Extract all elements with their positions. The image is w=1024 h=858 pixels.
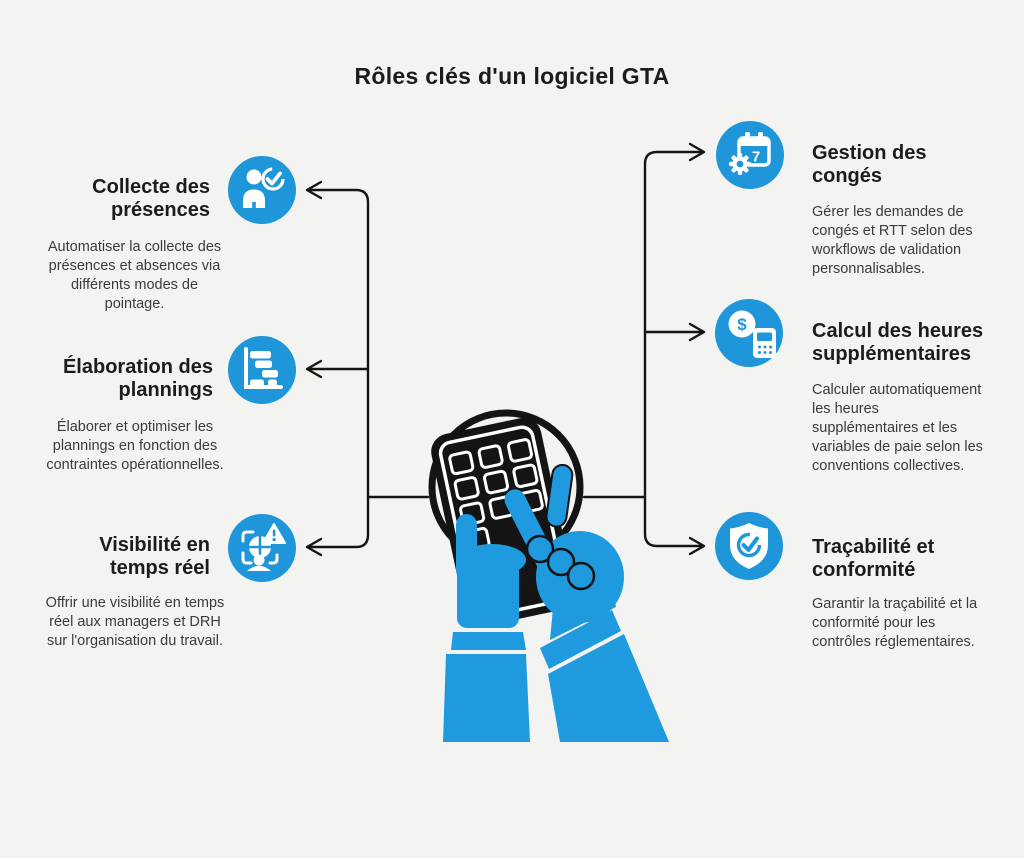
left-connector-lines xyxy=(305,180,430,557)
item-desc-conges: Gérer les demandes de congés et RTT selo… xyxy=(812,204,973,277)
arrow-right-3 xyxy=(688,536,706,556)
arrow-left-2 xyxy=(305,359,323,379)
gantt-chart-icon xyxy=(228,336,296,404)
realtime-dashboard-alert-icon xyxy=(228,514,296,582)
arrow-left-1 xyxy=(305,180,323,200)
calendar-gear-icon: 7 xyxy=(716,121,784,189)
left-hand xyxy=(456,514,526,628)
right-hand xyxy=(504,463,624,623)
money-calculator-icon: $ xyxy=(715,299,783,367)
item-desc-heures-sup: Calculer automatiquement les heures supp… xyxy=(812,382,983,474)
arrow-left-3 xyxy=(305,537,323,557)
item-title-tracabilite: Traçabilité et conformité xyxy=(812,536,935,581)
item-desc-tracabilite: Garantir la traçabilité et la conformité… xyxy=(812,596,978,650)
item-desc-visibilite: Offrir une visibilité en temps réel aux … xyxy=(45,595,225,649)
item-desc-collecte: Automatiser la collecte des présences et… xyxy=(47,239,222,312)
arrow-right-2 xyxy=(688,322,706,342)
item-title-conges: Gestion des congés xyxy=(812,142,927,187)
item-title-heures-sup: Calcul des heures supplémentaires xyxy=(812,320,984,365)
page-title: Rôles clés d'un logiciel GTA xyxy=(354,63,670,90)
item-title-collecte: Collecte des présences xyxy=(92,176,210,221)
arrow-right-1 xyxy=(688,142,706,162)
right-sleeve xyxy=(540,582,669,742)
item-desc-plannings: Élaborer et optimiser les plannings en f… xyxy=(46,419,224,473)
item-title-visibilite: Visibilité en temps réel xyxy=(99,534,210,579)
shield-check-icon xyxy=(715,512,783,580)
center-illustration xyxy=(428,409,669,742)
person-check-icon xyxy=(228,156,296,224)
svg-text:7: 7 xyxy=(752,149,760,166)
svg-text:$: $ xyxy=(737,315,747,334)
item-title-plannings: Élaboration des plannings xyxy=(62,356,213,401)
left-sleeve xyxy=(443,632,530,742)
right-connector-lines xyxy=(582,142,706,556)
